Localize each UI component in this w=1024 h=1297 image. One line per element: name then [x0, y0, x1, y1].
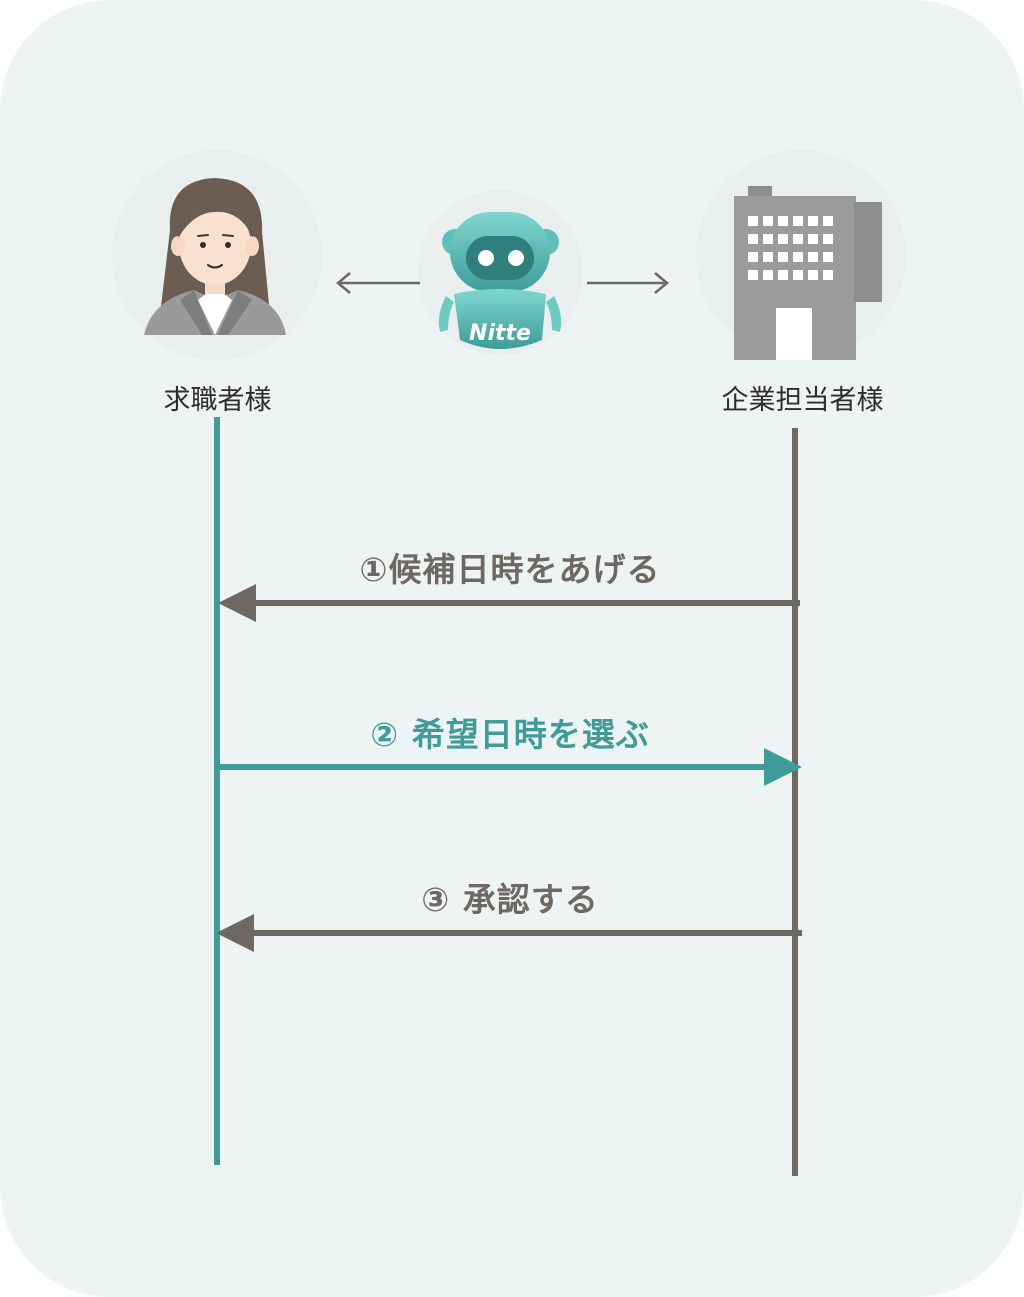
message-1-arrow — [218, 584, 800, 622]
company-label: 企業担当者様 — [721, 385, 884, 416]
message-3-arrow — [216, 914, 802, 952]
nitte-robot-icon: Nitte — [438, 212, 562, 349]
office-building-icon — [734, 186, 882, 360]
bot-to-company-arrow — [587, 272, 669, 294]
bot-to-seeker-arrow — [336, 272, 420, 294]
message-3-label: ③ 承認する — [421, 880, 599, 919]
job-seeker-label: 求職者様 — [163, 385, 272, 416]
job-seeker-lifeline — [214, 417, 220, 1165]
message-1-label: ①候補日時をあげる — [359, 550, 661, 589]
bot-name-label: Nitte — [469, 321, 531, 346]
job-seeker-avatar-icon — [144, 178, 286, 335]
message-2-label: ② 希望日時を選ぶ — [370, 715, 650, 754]
message-2-arrow — [218, 748, 802, 786]
company-lifeline — [792, 428, 798, 1176]
